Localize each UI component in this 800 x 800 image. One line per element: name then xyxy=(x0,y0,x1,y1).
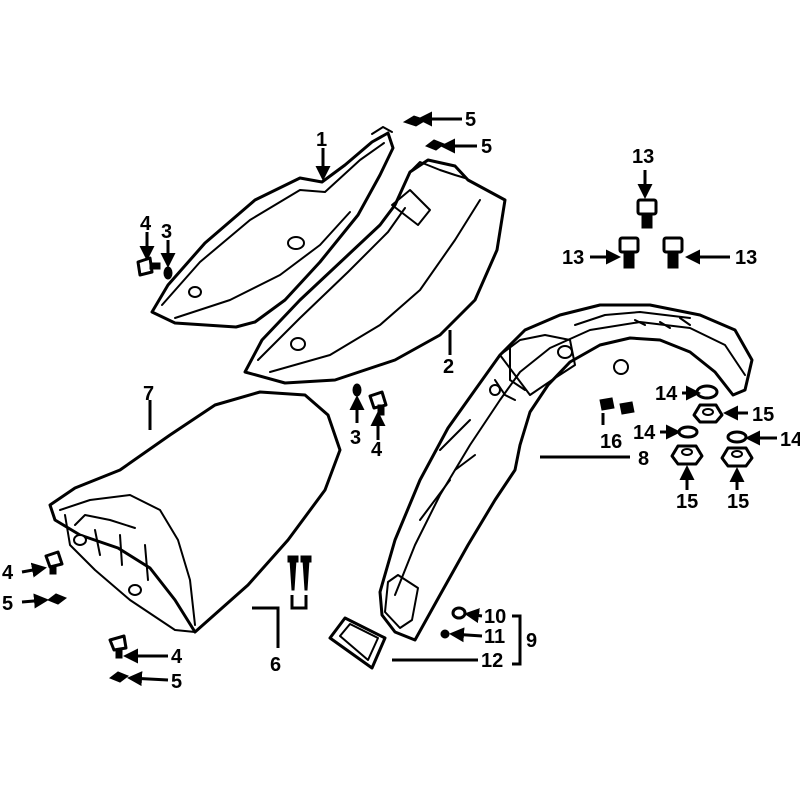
callout-10: 10 xyxy=(484,606,506,628)
bolts-16 xyxy=(599,397,635,415)
screw-4-seat-left xyxy=(44,550,64,575)
callout-4-seat-left: 4 xyxy=(2,562,14,584)
clip-5-second xyxy=(424,139,446,151)
callout-labels: 1 5 5 4 3 2 3 4 7 13 13 13 14 15 14 14 1… xyxy=(2,109,800,693)
leader-lines xyxy=(21,111,777,687)
callout-6: 6 xyxy=(270,654,281,676)
nut-15-mid xyxy=(670,444,704,466)
washer-10 xyxy=(451,606,467,620)
callout-7: 7 xyxy=(143,383,154,405)
washer-14-mid xyxy=(677,425,699,439)
callout-3-side: 3 xyxy=(161,221,172,243)
callout-14-mid: 14 xyxy=(633,422,656,444)
screws-6 xyxy=(287,555,312,591)
callout-2: 2 xyxy=(443,356,454,378)
screw-4-panel xyxy=(368,390,388,416)
rear-fender-part xyxy=(378,303,754,642)
callout-11: 11 xyxy=(484,626,505,648)
screw-4-seat-bottom xyxy=(108,634,128,659)
callout-13-right: 13 xyxy=(735,247,757,269)
washer-14-right xyxy=(726,430,748,444)
callout-8: 8 xyxy=(638,448,649,470)
screw-4-side xyxy=(136,256,161,277)
reflector-part xyxy=(328,616,387,670)
clip-5-seat-left xyxy=(46,593,68,605)
bolt-13-right xyxy=(662,236,684,269)
nut-15-right xyxy=(720,446,754,468)
side-panel-right-part xyxy=(243,158,507,385)
callout-14-top: 14 xyxy=(655,383,678,405)
callout-4-side: 4 xyxy=(140,213,152,235)
callout-4-panel: 4 xyxy=(371,439,383,461)
seat-cover-part xyxy=(48,390,342,634)
callout-13-left: 13 xyxy=(562,247,584,269)
callout-5-second: 5 xyxy=(481,136,492,158)
callout-14-right: 14 xyxy=(780,429,800,451)
callout-5-top: 5 xyxy=(465,109,476,131)
callout-4-seat-bottom: 4 xyxy=(171,646,183,668)
callout-15-top: 15 xyxy=(752,404,774,426)
callout-13-top: 13 xyxy=(632,146,654,168)
bolt-13-left xyxy=(618,236,640,269)
washer-3-side xyxy=(163,266,173,280)
washer-3-panel xyxy=(352,383,362,397)
callout-15-mid: 15 xyxy=(676,491,698,513)
callout-3-panel: 3 xyxy=(350,427,361,449)
callout-15-right: 15 xyxy=(727,491,749,513)
callout-5-seat-left: 5 xyxy=(2,593,13,615)
callout-9: 9 xyxy=(526,630,537,652)
nut-15-top xyxy=(692,403,724,424)
side-cover-left-part xyxy=(150,126,395,329)
nut-11 xyxy=(440,629,450,639)
clip-5-seat-bottom xyxy=(108,671,130,683)
washer-14-top xyxy=(695,384,719,400)
bolt-13-top xyxy=(636,198,658,229)
callout-5-seat-bottom: 5 xyxy=(171,671,182,693)
callout-1: 1 xyxy=(316,129,327,151)
callout-12: 12 xyxy=(481,650,503,672)
callout-16: 16 xyxy=(600,431,622,453)
